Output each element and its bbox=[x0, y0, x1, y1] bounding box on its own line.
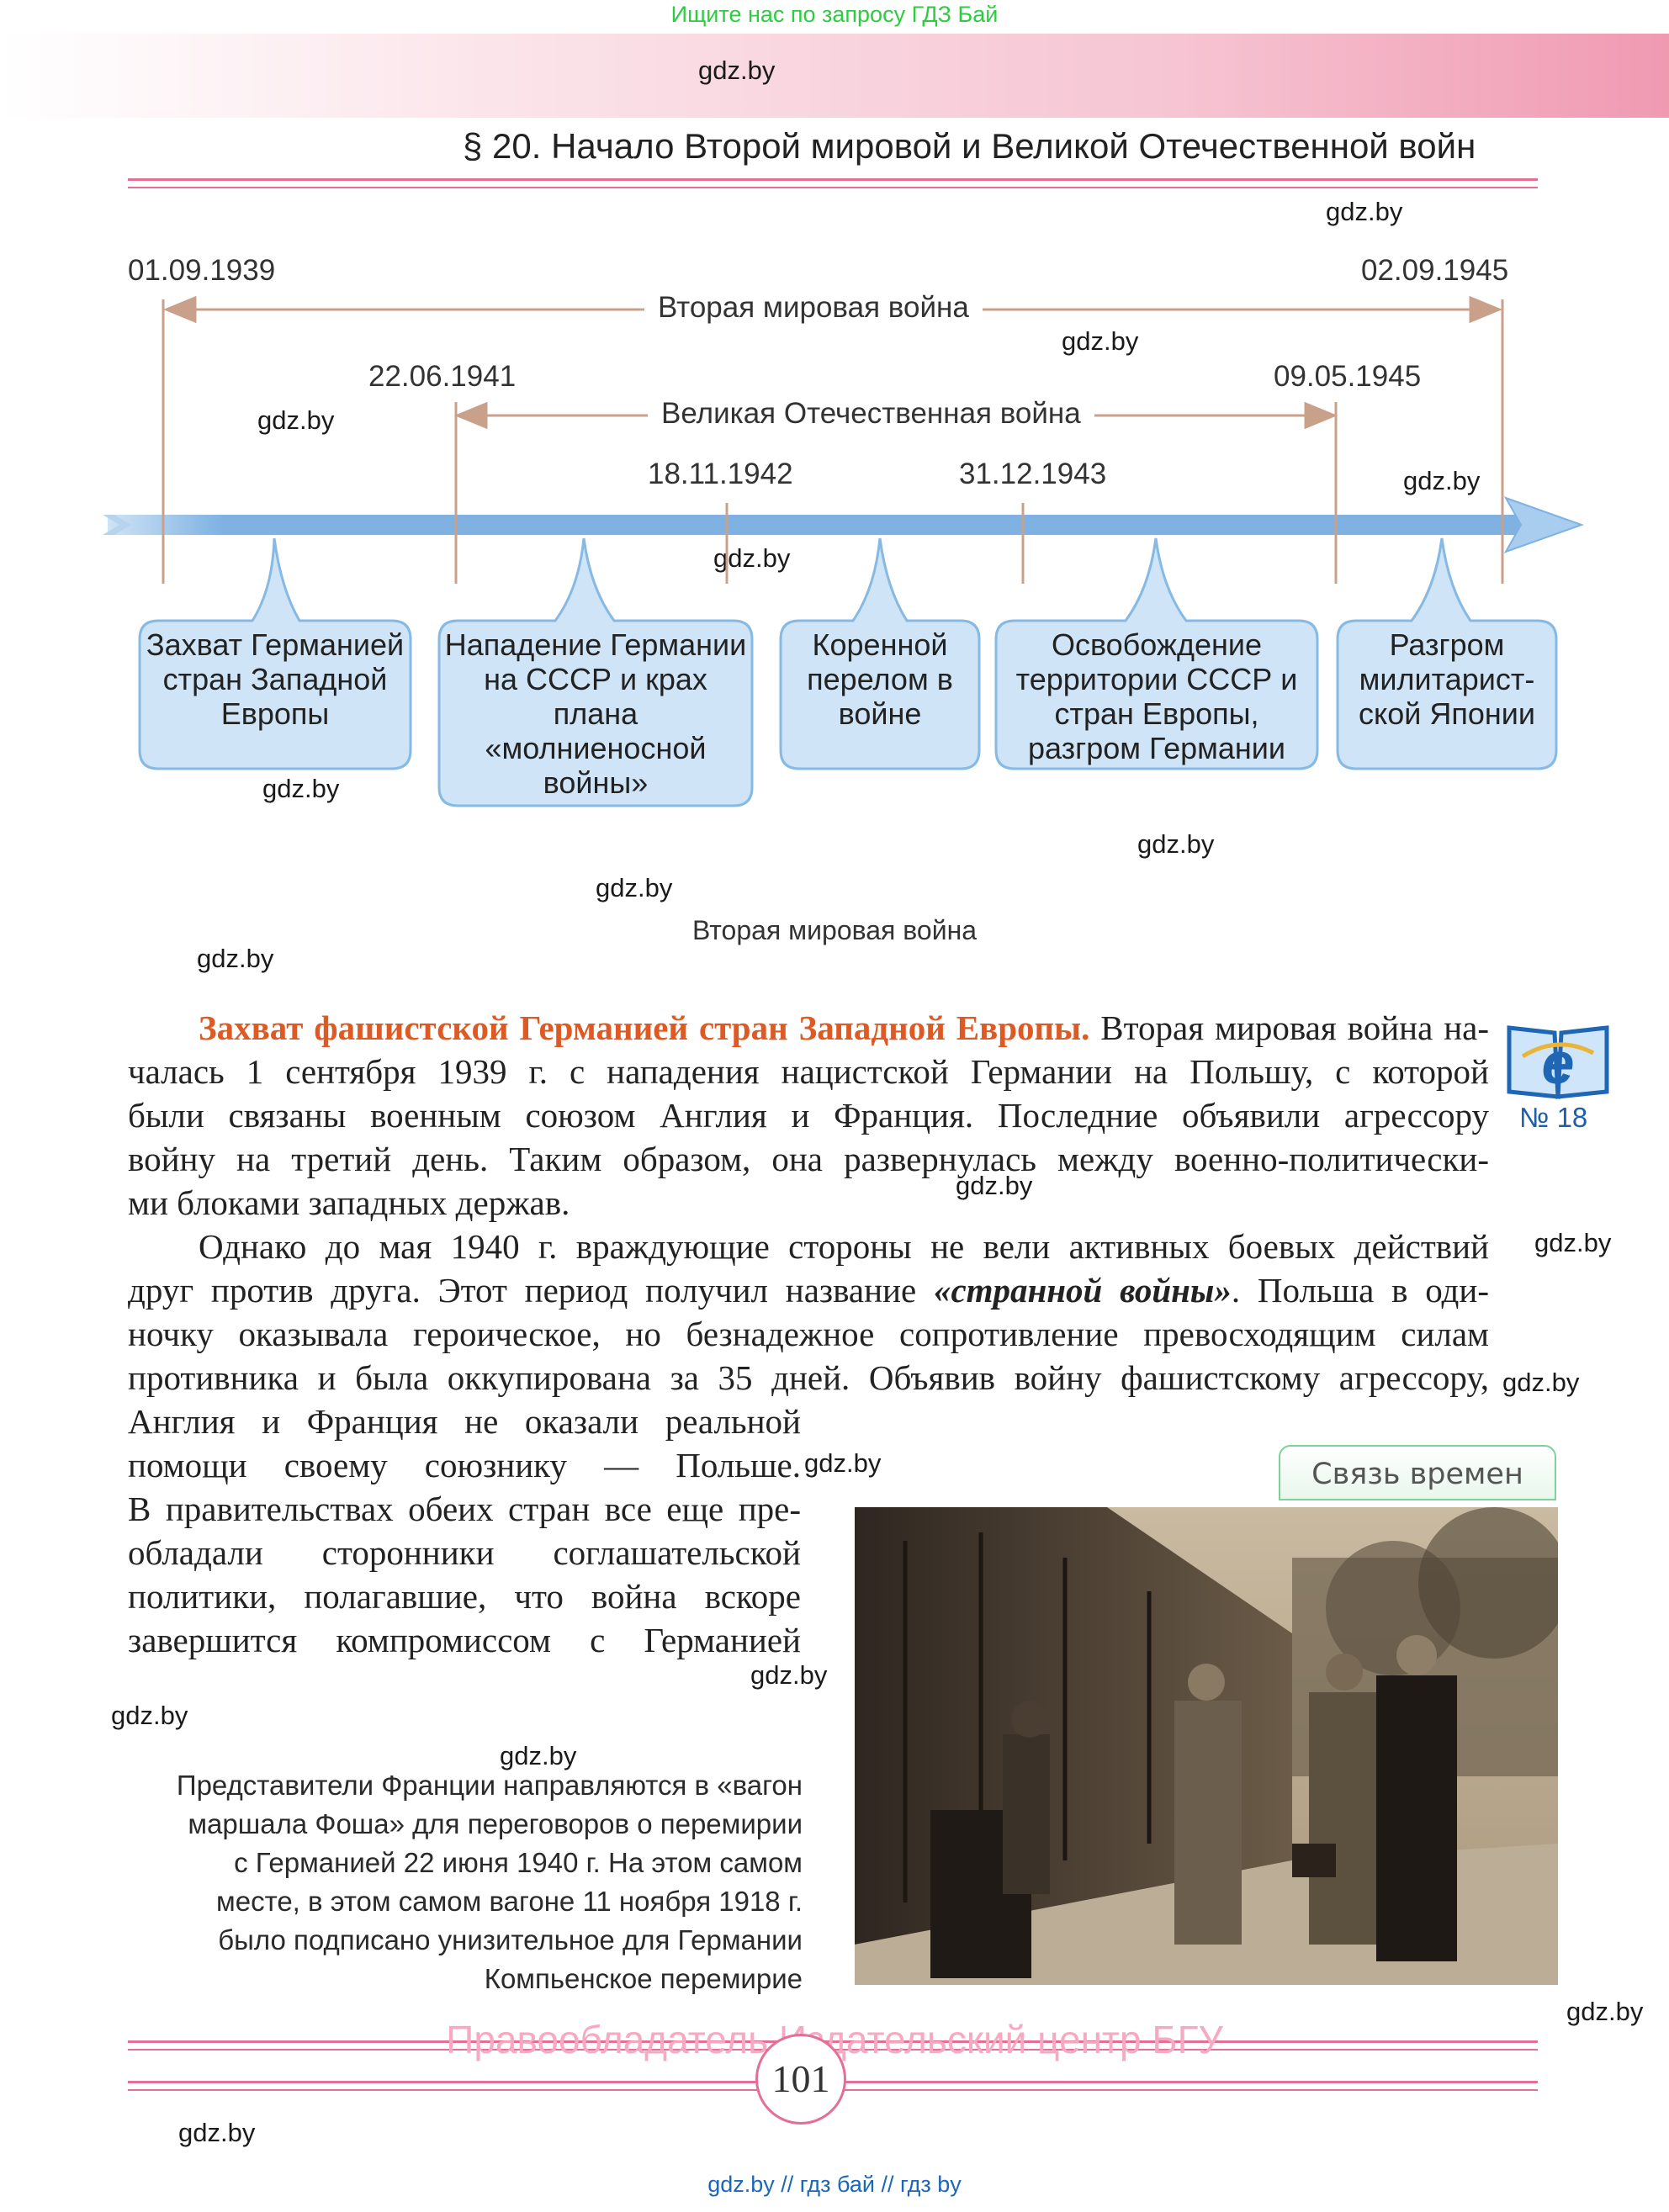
text-line: политики, полагавшие, что война вскоре bbox=[128, 1577, 801, 1616]
text-line: В правительствах обеих стран все еще пре… bbox=[128, 1490, 801, 1528]
bubble-4 bbox=[994, 537, 1319, 770]
caption-line: Компьенское перемирие bbox=[484, 1963, 803, 1994]
timeline-arrow-head bbox=[1503, 496, 1584, 553]
bubble-3 bbox=[779, 537, 981, 770]
watermark: gdz.by bbox=[1137, 829, 1215, 859]
watermark: gdz.by bbox=[956, 1171, 1033, 1200]
watermark: gdz.by bbox=[500, 1741, 577, 1770]
watermark: gdz.by bbox=[257, 405, 335, 435]
footer-rule bbox=[128, 2040, 1538, 2043]
timeline-ticks bbox=[162, 299, 1504, 584]
watermark: gdz.by bbox=[197, 944, 274, 973]
paragraph-2-narrow: Англия и Франция не оказали реальной пом… bbox=[128, 1400, 801, 1662]
date-start-ww2: 01.09.1939 bbox=[128, 254, 276, 287]
footer-links[interactable]: gdz.by // гдз бай // гдз by bbox=[707, 2172, 962, 2197]
date-stalingrad: 18.11.1942 bbox=[648, 458, 793, 490]
text-line: чалась 1 сентября 1939 г. с нападения на… bbox=[128, 1052, 1489, 1091]
paragraph-1: Захват фашистской Германией стран Западн… bbox=[128, 1006, 1489, 1400]
bubble-1 bbox=[138, 537, 412, 770]
section-tag-svyaz-vremen: Связь времен bbox=[1279, 1445, 1556, 1500]
text-line: войну на третий день. Таким образом, она… bbox=[128, 1140, 1489, 1178]
period-bubbles bbox=[138, 537, 1558, 807]
header-rule bbox=[128, 178, 1538, 181]
header-rule bbox=[128, 187, 1538, 188]
caption-line: маршала Фоша» для переговоров о перемири… bbox=[188, 1808, 803, 1839]
period-1-text: Захват Германией стран Западной Европы bbox=[146, 627, 405, 731]
paragraph-heading: Захват фашистской Германией стран Западн… bbox=[199, 1008, 1090, 1047]
period-4-text: Освобождение территории СССР и стран Евр… bbox=[1015, 627, 1298, 765]
watermark: gdz.by bbox=[804, 1448, 882, 1478]
text-line: противника и была оккупирована за 35 дне… bbox=[128, 1358, 1489, 1397]
span-label-gpw: Великая Отечественная война bbox=[648, 397, 1094, 431]
watermark: gdz.by bbox=[1534, 1228, 1612, 1257]
text-line: помощи своему союзнику — Польше. bbox=[128, 1446, 801, 1484]
watermark: gdz.by bbox=[596, 873, 673, 902]
svg-text:e: e bbox=[1542, 1030, 1575, 1096]
span-label-ww2: Вторая мировая война bbox=[644, 291, 983, 325]
date-end-gpw: 09.05.1945 bbox=[1274, 360, 1422, 393]
watermark: gdz.by bbox=[262, 774, 340, 803]
figure-caption: Вторая мировая война bbox=[691, 915, 978, 945]
watermark: gdz.by bbox=[1062, 326, 1139, 356]
bubble-2 bbox=[437, 537, 754, 807]
section-title: § 20. Начало Второй мировой и Великой От… bbox=[463, 126, 1476, 166]
period-3-text: Коренной перелом в войне bbox=[807, 627, 953, 731]
text-line: друг против друга. Этот период получил н… bbox=[128, 1268, 1489, 1312]
timeline-arrow-tail bbox=[103, 515, 131, 535]
header-band bbox=[0, 34, 1669, 118]
watermark: gdz.by bbox=[178, 2118, 256, 2147]
top-search-note[interactable]: Ищите нас по запросу ГДЗ Бай bbox=[670, 2, 999, 27]
text-line: ми блоками западных держав. bbox=[128, 1183, 570, 1222]
date-start-gpw: 22.06.1941 bbox=[368, 360, 517, 393]
page-number: 101 bbox=[755, 2034, 846, 2125]
term-strange-war: «странной войны» bbox=[933, 1271, 1232, 1310]
text-line: Однако до мая 1940 г. враждующие стороны… bbox=[199, 1227, 1489, 1266]
caption-line: с Германией 22 июня 1940 г. На этом само… bbox=[234, 1847, 803, 1878]
text-line: были связаны военным союзом Англия и Фра… bbox=[128, 1096, 1489, 1135]
text-span: . Польша в оди- bbox=[1231, 1271, 1489, 1310]
text-span: Вторая мировая война на- bbox=[1089, 1008, 1489, 1047]
text-line: Захват фашистской Германией стран Западн… bbox=[128, 1006, 1489, 1050]
watermark: gdz.by bbox=[1326, 197, 1403, 226]
resource-number[interactable]: № 18 bbox=[1519, 1102, 1588, 1133]
caption-line: Представители Франции направляются в «ва… bbox=[176, 1770, 803, 1801]
watermark: gdz.by bbox=[698, 56, 776, 85]
text-span: друг против друга. Этот период получил н… bbox=[128, 1271, 934, 1310]
historical-photo bbox=[855, 1507, 1558, 1985]
watermark: gdz.by bbox=[750, 1660, 828, 1690]
watermark: gdz.by bbox=[1403, 466, 1481, 495]
caption-line: месте, в этом самом вагоне 11 ноября 191… bbox=[216, 1886, 803, 1917]
internet-explorer-book-icon[interactable]: e bbox=[1506, 1019, 1610, 1100]
watermark: gdz.by bbox=[1502, 1368, 1580, 1397]
date-end-ww2: 02.09.1945 bbox=[1361, 254, 1509, 287]
text-line: обладали сторонники соглашательской bbox=[128, 1533, 801, 1572]
text-line: ночку оказывала героическое, но безнадеж… bbox=[128, 1315, 1489, 1353]
timeline-arrow-shaft bbox=[108, 515, 1529, 535]
photo-caption: Представители Франции направляются в «ва… bbox=[101, 1766, 803, 1998]
period-2-text: Нападение Германии на СССР и крах плана … bbox=[444, 627, 747, 800]
text-line: завершится компромиссом с Германией bbox=[128, 1621, 801, 1659]
period-5-text: Разгром милитарист-ской Японии bbox=[1359, 627, 1535, 731]
text-line: Англия и Франция не оказали реальной bbox=[128, 1402, 801, 1441]
date-1943: 31.12.1943 bbox=[959, 458, 1107, 490]
watermark: gdz.by bbox=[1566, 1997, 1644, 2026]
timeline-diagram bbox=[103, 295, 1584, 807]
bubble-5 bbox=[1336, 537, 1558, 770]
watermark: gdz.by bbox=[111, 1701, 188, 1730]
caption-line: было подписано унизительное для Германии bbox=[218, 1924, 803, 1955]
